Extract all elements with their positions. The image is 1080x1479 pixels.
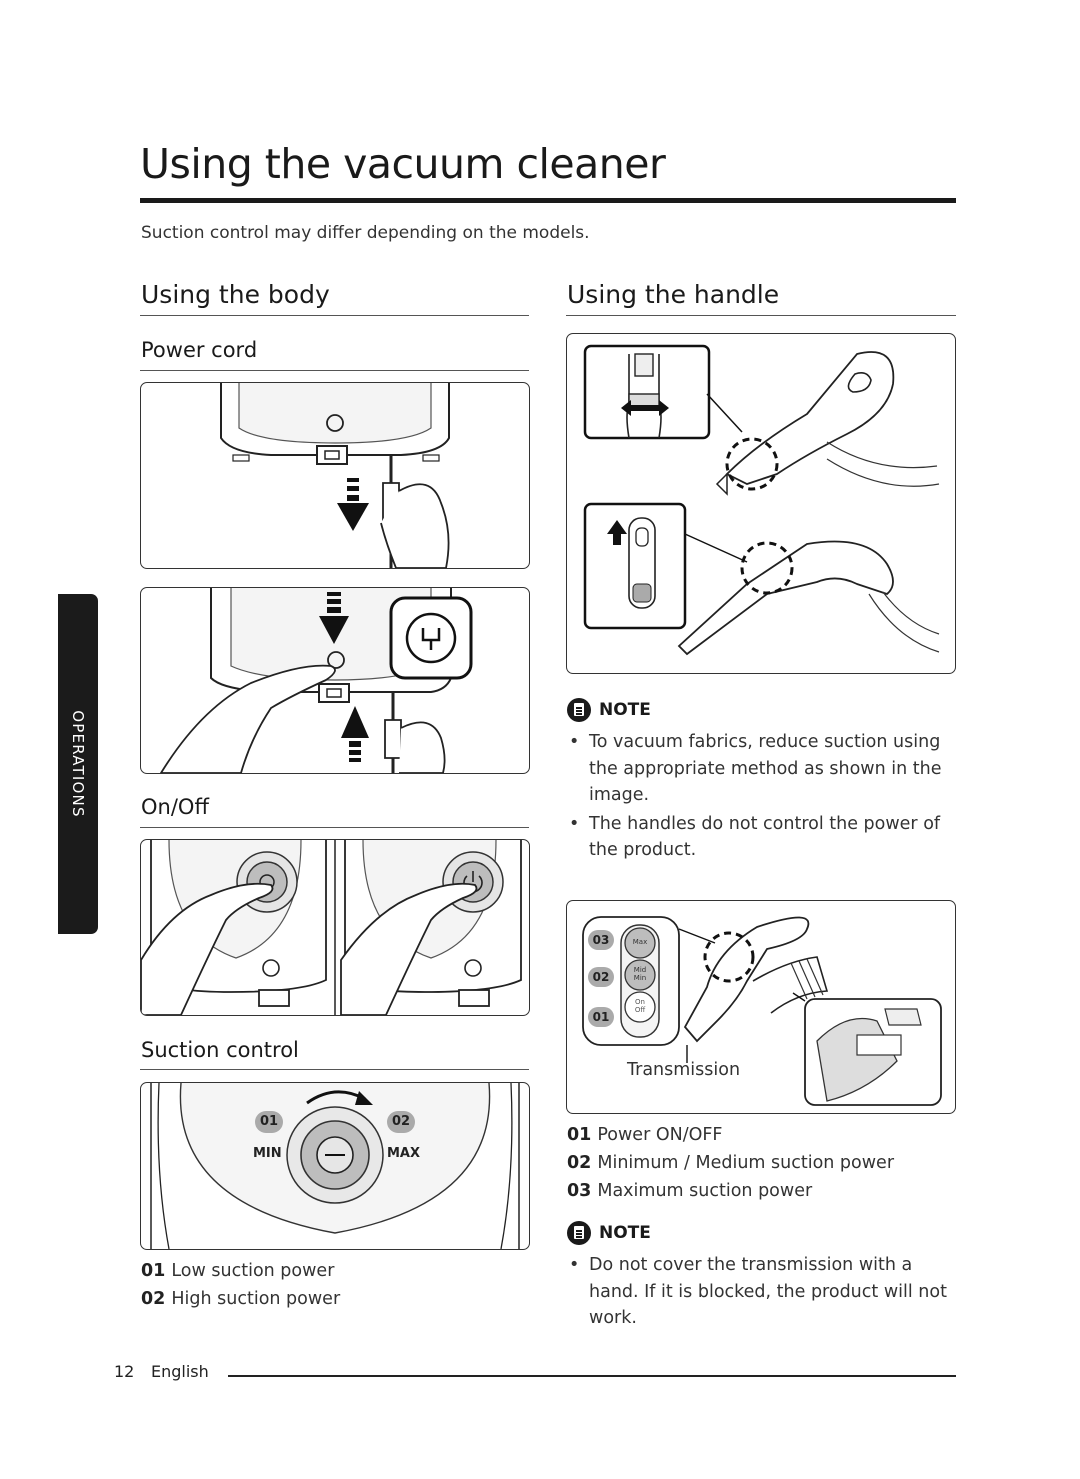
heading-rule xyxy=(566,315,956,316)
transmission-label-03: 03 xyxy=(588,930,614,950)
heading-power-cord: Power cord xyxy=(141,338,258,362)
title-rule xyxy=(140,198,956,203)
dial-label-01: 01 xyxy=(255,1111,283,1133)
suction-dial-illustration: 01 02 MIN MAX xyxy=(140,1082,530,1250)
power-cord-pull-illustration xyxy=(140,382,530,569)
dial-max-label: MAX xyxy=(387,1146,421,1161)
note-item: The handles do not control the power of … xyxy=(567,811,957,864)
note-heading: NOTE xyxy=(567,1221,651,1245)
note-list: Do not cover the transmission with a han… xyxy=(567,1252,957,1334)
heading-on-off: On/Off xyxy=(141,795,209,819)
subheading-rule xyxy=(140,827,529,828)
power-cord-rewind-illustration xyxy=(140,587,530,774)
note-list: To vacuum fabrics, reduce suction using … xyxy=(567,729,957,866)
intro-text: Suction control may differ depending on … xyxy=(141,223,590,243)
heading-suction-control: Suction control xyxy=(141,1038,299,1062)
note-item: To vacuum fabrics, reduce suction using … xyxy=(567,729,957,809)
heading-using-the-body: Using the body xyxy=(141,280,330,309)
note-icon xyxy=(567,1221,591,1245)
dial-label-02: 02 xyxy=(387,1111,415,1133)
transmission-illustration: 03 02 01 Max Mid Min On Off Transmission xyxy=(566,900,956,1114)
subheading-rule xyxy=(140,370,529,371)
heading-rule xyxy=(140,315,529,316)
section-side-tab: OPERATIONS xyxy=(58,594,98,934)
note-heading: NOTE xyxy=(567,698,651,722)
transmission-caption: Transmission xyxy=(627,1060,741,1080)
on-off-illustration xyxy=(140,839,530,1016)
note-item: Do not cover the transmission with a han… xyxy=(567,1252,957,1332)
transmission-label-01: 01 xyxy=(588,1007,614,1027)
dial-min-label: MIN xyxy=(253,1146,282,1161)
page-number: 12 xyxy=(114,1362,135,1381)
footer-rule xyxy=(228,1375,956,1377)
handle-illustration xyxy=(566,333,956,674)
max-button-label: Max xyxy=(632,938,648,946)
note-icon xyxy=(567,698,591,722)
page-title: Using the vacuum cleaner xyxy=(140,140,666,188)
transmission-label-02: 02 xyxy=(588,967,614,987)
side-tab-label: OPERATIONS xyxy=(69,710,87,818)
subheading-rule xyxy=(140,1069,529,1070)
mid-min-button-label: Mid Min xyxy=(633,966,647,982)
on-off-button-label: On Off xyxy=(634,998,646,1014)
footer-language: English xyxy=(151,1362,209,1381)
heading-using-the-handle: Using the handle xyxy=(567,280,780,309)
